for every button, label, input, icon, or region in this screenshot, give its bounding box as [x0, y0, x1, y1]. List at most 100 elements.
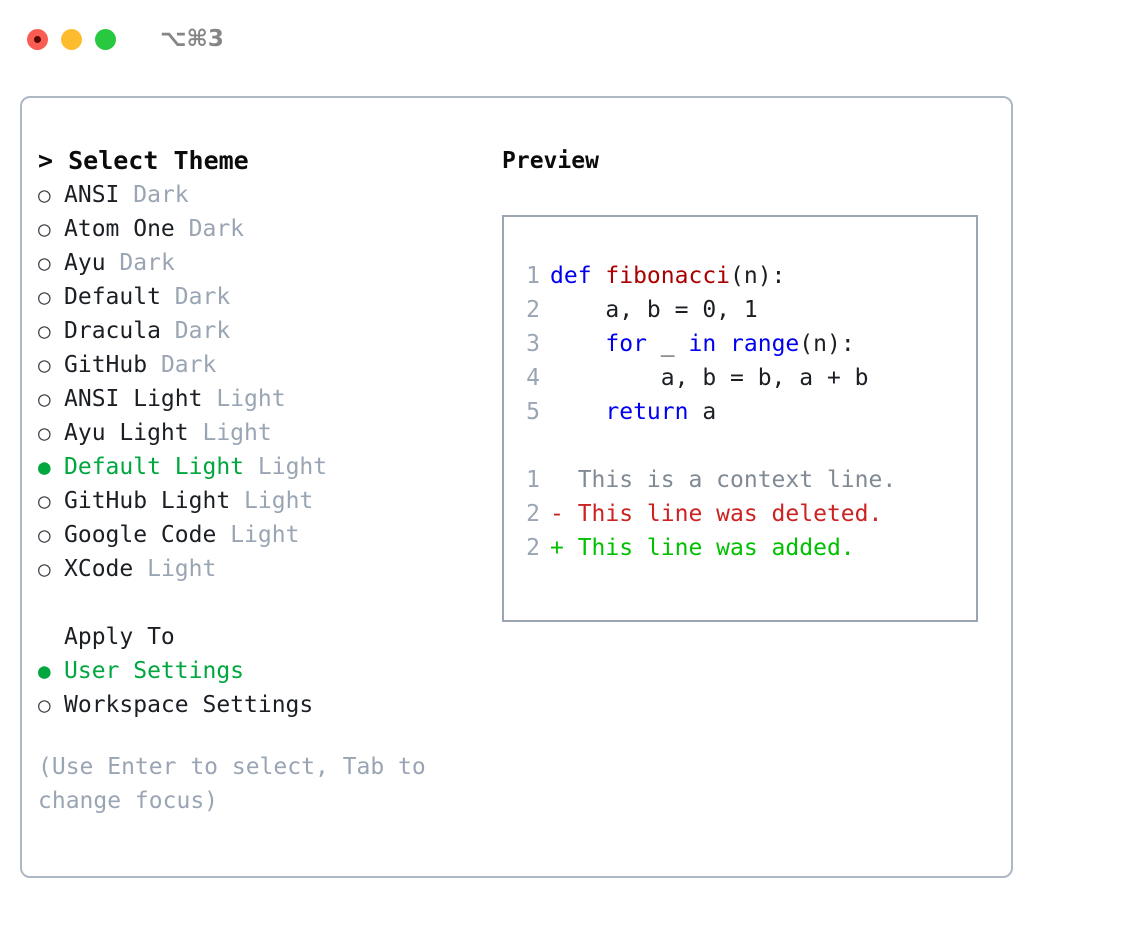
- label-gap: [175, 212, 189, 246]
- theme-name-label: Ayu: [64, 250, 106, 276]
- radio-selected-icon: ●: [38, 455, 51, 479]
- theme-list-item[interactable]: ○ Ayu Dark: [38, 246, 498, 280]
- code-token: a: [688, 399, 717, 425]
- code-line-text: def fibonacci(n):: [550, 259, 785, 293]
- theme-name-label: Atom One: [64, 216, 175, 242]
- theme-list-item[interactable]: ○GitHub Light Light: [38, 484, 498, 518]
- code-token: [550, 399, 605, 425]
- label-gap: [106, 246, 120, 280]
- theme-name-label: ANSI Light: [64, 386, 203, 412]
- theme-category-label: Dark: [188, 216, 245, 242]
- apply-to-item[interactable]: ● User Settings: [38, 654, 498, 688]
- apply-to-label: User Settings: [64, 658, 245, 684]
- titlebar: ⌥⌘3: [0, 0, 1140, 78]
- line-number: 1: [526, 263, 540, 289]
- theme-name-label: Default: [64, 284, 161, 310]
- theme-list-item[interactable]: ○XCode Light: [38, 552, 498, 586]
- radio-unselected-icon: ○: [38, 523, 51, 547]
- radio-unselected-icon: ○: [38, 489, 51, 513]
- radio-unselected-icon: ○: [38, 217, 51, 241]
- code-line-text: return a: [550, 395, 716, 429]
- list-spacer: [38, 586, 498, 620]
- radio-unselected-icon: ○: [38, 693, 51, 717]
- label-gap: [161, 314, 175, 348]
- theme-name-label: Google Code: [64, 522, 217, 548]
- code-token: [550, 331, 605, 357]
- label-gap: [230, 484, 244, 518]
- code-token: (n):: [730, 263, 786, 289]
- diff-sample: 1 This is a context line.2- This line wa…: [504, 463, 976, 565]
- radio-selected-icon: ●: [38, 659, 51, 683]
- minimize-button[interactable]: [61, 28, 82, 50]
- theme-category-label: Light: [244, 488, 314, 514]
- main-panel: > Select Theme ○ANSI Dark○Atom One Dark○…: [20, 96, 1013, 878]
- label-gap: [216, 518, 230, 552]
- label-gap: [202, 382, 216, 416]
- label-gap: [189, 416, 203, 450]
- code-token: in: [688, 331, 717, 357]
- close-button[interactable]: [27, 28, 48, 50]
- code-diff-separator: [504, 429, 976, 463]
- theme-category-label: Dark: [119, 250, 175, 276]
- line-number: 2: [526, 501, 540, 527]
- theme-category-label: Light: [147, 556, 217, 582]
- theme-list-item[interactable]: ○GitHub Dark: [38, 348, 498, 382]
- code-token: a, b = 0, 1: [550, 297, 758, 323]
- code-line: 1 def fibonacci(n):: [504, 259, 976, 293]
- code-line: 4 a, b = b, a + b: [504, 361, 976, 395]
- theme-list-item[interactable]: ○ANSI Dark: [38, 178, 498, 212]
- radio-unselected-icon: ○: [38, 353, 51, 377]
- theme-list-item[interactable]: ○Google Code Light: [38, 518, 498, 552]
- theme-list-item[interactable]: ○Ayu Light Light: [38, 416, 498, 450]
- diff-line: 2- This line was deleted.: [504, 497, 976, 531]
- code-token: def: [550, 263, 606, 289]
- label-gap: [161, 280, 175, 314]
- record-dot-icon: [34, 35, 41, 43]
- diff-line-text: + This line was added.: [550, 535, 855, 561]
- code-token: for: [605, 331, 647, 357]
- line-number: 3: [526, 331, 540, 357]
- code-token: return: [605, 399, 689, 425]
- radio-unselected-icon: ○: [38, 387, 51, 411]
- code-token: [716, 331, 730, 357]
- theme-name-label: GitHub: [64, 352, 148, 378]
- radio-unselected-icon: ○: [38, 557, 51, 581]
- theme-list-item[interactable]: ● Default Light Light: [38, 450, 498, 484]
- line-number: 4: [526, 365, 540, 391]
- theme-name-label: ANSI: [64, 182, 120, 208]
- apply-to-label: Workspace Settings: [64, 692, 314, 718]
- code-line-text: a, b = b, a + b: [550, 361, 869, 395]
- diff-line: 2+ This line was added.: [504, 531, 976, 565]
- theme-name-label: Default Light: [64, 454, 245, 480]
- theme-list-item[interactable]: ○ Atom One Dark: [38, 212, 498, 246]
- keyboard-shortcut-label: ⌥⌘3: [160, 26, 224, 52]
- theme-category-label: Light: [257, 454, 328, 480]
- theme-list-item[interactable]: ○ Default Dark: [38, 280, 498, 314]
- code-line-text: for _ in range(n):: [550, 327, 854, 361]
- code-token: range: [730, 331, 800, 357]
- label-gap: [133, 552, 147, 586]
- theme-category-label: Dark: [174, 318, 231, 344]
- diff-line-text: This is a context line.: [550, 467, 897, 493]
- radio-unselected-icon: ○: [38, 285, 51, 309]
- apply-to-item[interactable]: ○ Workspace Settings: [38, 688, 498, 722]
- theme-list-item[interactable]: ○Dracula Dark: [38, 314, 498, 348]
- theme-category-label: Light: [202, 420, 272, 446]
- radio-unselected-icon: ○: [38, 251, 51, 275]
- code-line: 2 a, b = 0, 1: [504, 293, 976, 327]
- preview-title: Preview: [502, 148, 599, 174]
- code-token: a, b = b, a + b: [550, 365, 869, 391]
- apply-to-list: ● User Settings ○ Workspace Settings: [38, 654, 498, 722]
- apply-to-marker-placeholder: ○: [38, 620, 64, 654]
- label-gap: [244, 450, 258, 484]
- theme-category-label: Dark: [174, 284, 231, 310]
- theme-list-item[interactable]: ○ANSI Light Light: [38, 382, 498, 416]
- radio-unselected-icon: ○: [38, 183, 51, 207]
- radio-unselected-icon: ○: [38, 421, 51, 445]
- apply-to-header-label: Apply To: [64, 624, 175, 650]
- line-number: 5: [526, 399, 540, 425]
- maximize-button[interactable]: [95, 28, 116, 50]
- theme-name-label: Dracula: [64, 318, 161, 344]
